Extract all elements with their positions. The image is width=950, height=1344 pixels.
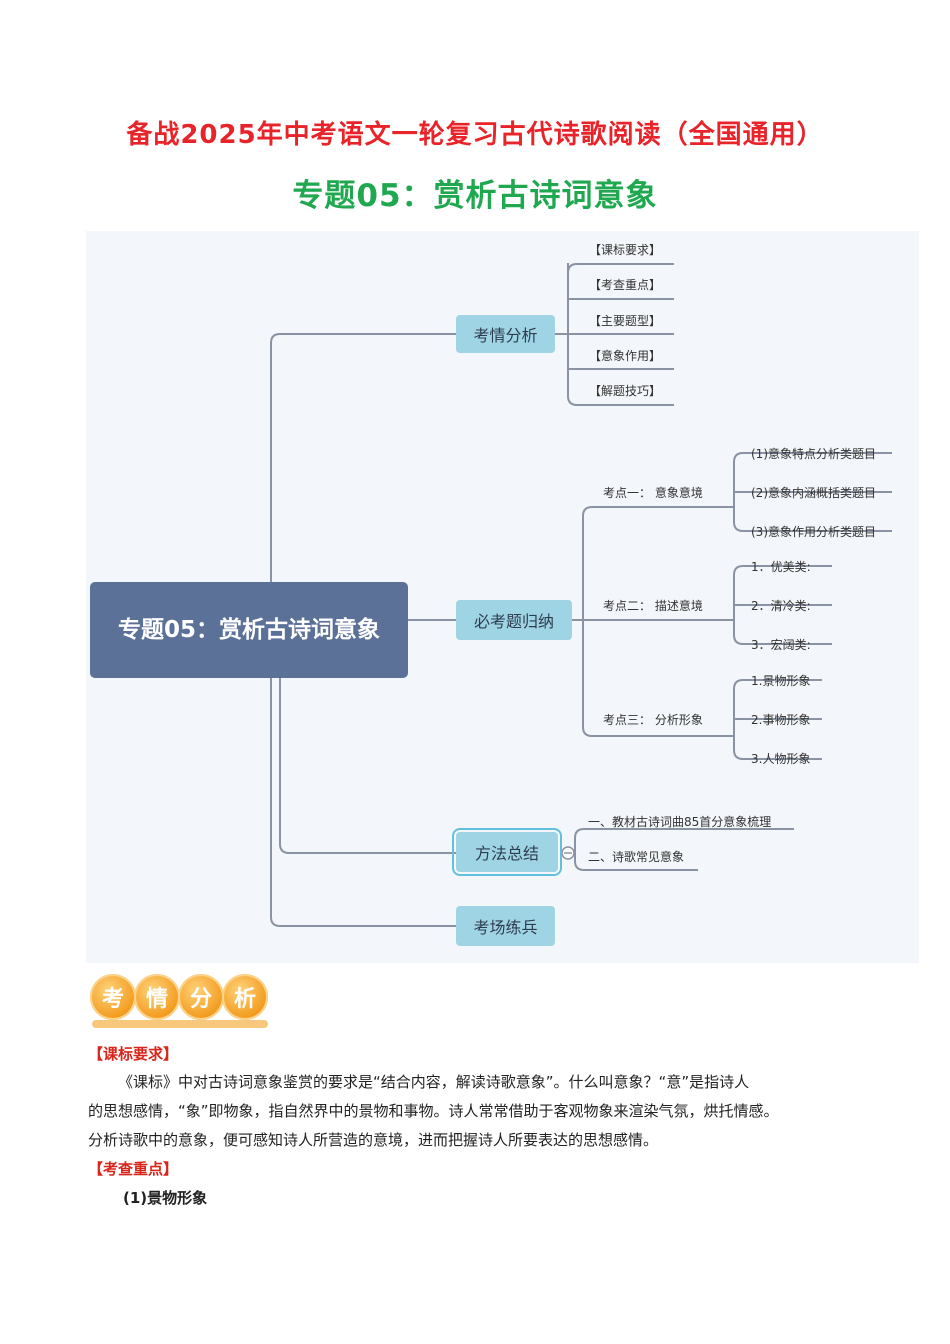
point-1-item-3[interactable]: (3)意象作用分析类题目 [751,525,876,539]
document-title: 备战2025年中考语文一轮复习古代诗歌阅读（全国通用） [126,120,824,150]
connector-root-kaochang [270,582,456,927]
branch-bikaoti-guina[interactable]: 必考题归纳 [456,600,572,640]
point-2-item-2[interactable]: 2．清冷类: [751,599,811,613]
method-item-1[interactable]: 一、教材古诗词曲85首分意象梳理 [588,815,772,829]
badge-base [92,1020,268,1028]
leaf-kebiao-yaoqiu[interactable]: 【课标要求】 [589,243,662,257]
branch-kaochang-lianbing[interactable]: 考场练兵 [456,906,555,946]
mind-map-root-node[interactable]: 专题05：赏析古诗词意象 [90,582,408,678]
leaf-zhuyao-tixing[interactable]: 【主要题型】 [589,314,662,328]
document-subtitle: 专题05：赏析古诗词意象 [292,178,658,214]
paragraph-line-2: 的思想感情，“象”即物象，指自然界中的景物和事物。诗人常常借助于客观物象来渲染气… [88,1102,779,1120]
paragraph-line-1: 《课标》中对古诗词意象鉴赏的要求是“结合内容，解读诗歌意象”。什么叫意象？“意”… [118,1073,750,1091]
method-item-2[interactable]: 二、诗歌常见意象 [588,850,685,864]
point-1-item-1[interactable]: (1)意象特点分析类题目 [751,447,876,461]
section-heading-kebiao: 【课标要求】 [88,1045,179,1063]
leaf-kaocha-zhongdian[interactable]: 【考查重点】 [589,278,662,292]
section-badge: 考 情 分 析 [88,972,274,1034]
point-3-label[interactable]: 考点三： 分析形象 [603,713,703,727]
mind-map-connectors [270,263,892,927]
point-1-item-2[interactable]: (2)意象内涵概括类题目 [751,486,876,500]
badge-char-3: 分 [178,974,224,1020]
leaf-jieti-jiqiao[interactable]: 【解题技巧】 [589,384,662,398]
point-2-label[interactable]: 考点二： 描述意境 [603,599,703,613]
connector-root-kaoqing [270,333,456,582]
badge-char-4: 析 [222,974,268,1020]
point-2-item-3[interactable]: 3．宏阔类: [751,638,811,652]
point-2-item-1[interactable]: 1．优美类: [751,560,811,574]
branch-fangfa-zongjie[interactable]: 方法总结 [452,828,562,876]
sub-heading-jingwu: (1)景物形象 [123,1189,208,1207]
branch-kaoqing-fenxi[interactable]: 考情分析 [456,315,555,353]
leaf-yixiang-zuoyong[interactable]: 【意象作用】 [589,349,662,363]
connector-root-fangfa [279,678,456,854]
point-1-label[interactable]: 考点一： 意象意境 [603,486,703,500]
section-heading-kaocha: 【考查重点】 [88,1160,179,1178]
point-3-item-2[interactable]: 2.事物形象 [751,713,811,727]
paragraph-line-3: 分析诗歌中的意象，便可感知诗人所营造的意境，进而把握诗人所要表达的思想感情。 [88,1131,659,1149]
point-3-item-3[interactable]: 3.人物形象 [751,752,811,766]
point-3-item-1[interactable]: 1.景物形象 [751,674,811,688]
badge-char-2: 情 [134,974,180,1020]
badge-char-1: 考 [90,974,136,1020]
